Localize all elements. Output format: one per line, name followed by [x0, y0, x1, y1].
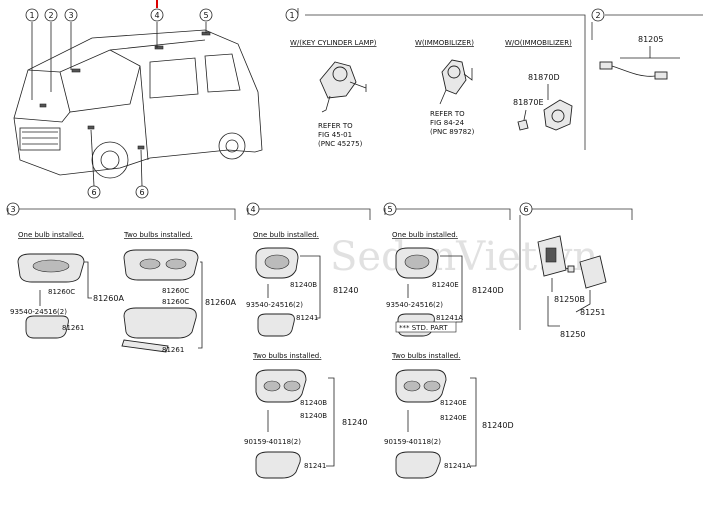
svg-text:93540-24516(2): 93540-24516(2) [386, 301, 443, 309]
map-lamp-two-bulbs [255, 369, 307, 479]
svg-text:6: 6 [92, 188, 97, 197]
svg-text:81241: 81241 [304, 462, 326, 470]
callout-2: 2 [44, 8, 58, 22]
svg-text:W/O(IMMOBILIZER): W/O(IMMOBILIZER) [505, 39, 572, 47]
svg-text:81240: 81240 [333, 286, 358, 295]
svg-text:81240E: 81240E [440, 399, 467, 407]
section-3: 3 One bulb installed. Two bulbs installe… [6, 202, 236, 354]
svg-text:93540-24516(2): 93540-24516(2) [10, 308, 67, 316]
svg-text:2: 2 [596, 11, 601, 20]
immobilizer-part [439, 59, 473, 105]
svg-text:4: 4 [155, 11, 160, 20]
svg-text:REFER TO: REFER TO [318, 122, 353, 130]
courtesy-lamp-part [537, 235, 607, 289]
wire-harness-part [599, 61, 668, 80]
svg-text:81261: 81261 [162, 346, 184, 354]
svg-text:93540-24516(2): 93540-24516(2) [246, 301, 303, 309]
svg-text:81241: 81241 [296, 314, 318, 322]
svg-text:2: 2 [49, 11, 54, 20]
svg-text:Two bulbs installed.: Two bulbs installed. [391, 352, 460, 360]
svg-text:81260A: 81260A [93, 294, 124, 303]
svg-text:81870E: 81870E [513, 98, 544, 107]
svg-text:81241A: 81241A [436, 314, 463, 322]
section-1: 1 W/(KEY CYLINDER LAMP) W(IMMOBILIZER) W… [285, 8, 586, 150]
svg-text:90159-40118(2): 90159-40118(2) [384, 438, 441, 446]
svg-text:3: 3 [69, 11, 74, 20]
callout-5: 5 [199, 8, 213, 22]
svg-text:*** STD. PART: *** STD. PART [399, 324, 448, 332]
svg-text:81240B: 81240B [300, 399, 327, 407]
svg-text:3: 3 [11, 205, 16, 214]
callout-1: 1 [25, 8, 39, 22]
callout-6a: 6 [87, 185, 101, 199]
svg-text:81240D: 81240D [472, 286, 504, 295]
svg-text:81250: 81250 [560, 330, 585, 339]
svg-text:(PNC 89782): (PNC 89782) [430, 128, 475, 136]
svg-text:81205: 81205 [638, 35, 663, 44]
svg-text:(PNC 45275): (PNC 45275) [318, 140, 363, 148]
section-2: 2 81205 [591, 8, 703, 80]
svg-text:FIG 84-24: FIG 84-24 [430, 119, 465, 127]
std-part-note [395, 321, 457, 333]
svg-text:5: 5 [204, 11, 209, 20]
svg-text:W(IMMOBILIZER): W(IMMOBILIZER) [415, 39, 474, 47]
svg-text:81240B: 81240B [290, 281, 317, 289]
svg-text:1: 1 [290, 11, 295, 20]
svg-text:81870D: 81870D [528, 73, 560, 82]
callout-6b: 6 [135, 185, 149, 199]
svg-text:Two bulbs installed.: Two bulbs installed. [123, 231, 192, 239]
lens-one-bulb [25, 315, 69, 339]
svg-text:81260C: 81260C [162, 287, 189, 295]
svg-text:81240D: 81240D [482, 421, 514, 430]
room-lamp-two-bulbs [395, 369, 447, 479]
svg-text:6: 6 [140, 188, 145, 197]
callout-4: 4 [150, 8, 164, 22]
svg-text:81260C: 81260C [162, 298, 189, 306]
key-cylinder-lamp-part [319, 61, 367, 113]
ring-coil-part [517, 99, 573, 131]
map-lamp-one-bulb [255, 247, 299, 337]
dome-lamp-two-bulbs [121, 249, 199, 353]
section-4: 4 One bulb installed. 81240B 93540-24516… [244, 202, 371, 479]
svg-text:81241A: 81241A [444, 462, 471, 470]
svg-text:One bulb installed.: One bulb installed. [392, 231, 458, 239]
svg-text:81250B: 81250B [554, 295, 585, 304]
svg-text:90159-40118(2): 90159-40118(2) [244, 438, 301, 446]
svg-text:81240E: 81240E [440, 414, 467, 422]
svg-text:4: 4 [251, 205, 256, 214]
svg-text:5: 5 [388, 205, 393, 214]
svg-text:81260A: 81260A [205, 298, 236, 307]
section-6: 6 81250B 81251 81250 [519, 202, 633, 339]
dome-lamp-one-bulb [17, 253, 85, 283]
svg-text:Two bulbs installed.: Two bulbs installed. [252, 352, 321, 360]
section-5: 5 One bulb installed. 81240E 93540-24516… [383, 202, 514, 479]
van-illustration [13, 0, 263, 187]
svg-text:W/(KEY CYLINDER LAMP): W/(KEY CYLINDER LAMP) [290, 39, 377, 47]
svg-text:81260C: 81260C [48, 288, 75, 296]
svg-text:81240E: 81240E [432, 281, 459, 289]
callout-3: 3 [64, 8, 78, 22]
svg-text:REFER TO: REFER TO [430, 110, 465, 118]
svg-text:81240B: 81240B [300, 412, 327, 420]
svg-text:81240: 81240 [342, 418, 367, 427]
svg-text:One bulb installed.: One bulb installed. [18, 231, 84, 239]
svg-text:1: 1 [30, 11, 35, 20]
svg-text:FIG 45-01: FIG 45-01 [318, 131, 352, 139]
svg-text:6: 6 [524, 205, 529, 214]
svg-text:81261: 81261 [62, 324, 84, 332]
svg-text:81251: 81251 [580, 308, 605, 317]
svg-text:One bulb installed.: One bulb installed. [253, 231, 319, 239]
